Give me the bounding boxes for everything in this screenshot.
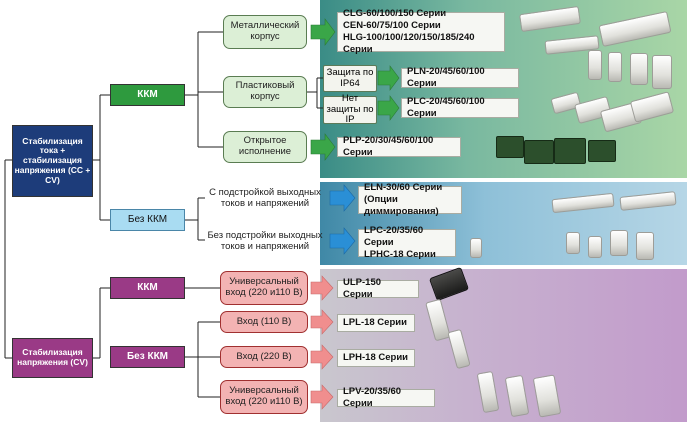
series-pln-box: PLN-20/45/60/100 Серии [401,66,519,89]
open-design-node: Открытое исполнение [223,131,307,163]
product-image-pln-3 [630,53,648,85]
series-eln: ELN-30/60 Серии [364,182,443,194]
bez-kkm-bottom-label: Без ККМ [126,351,169,363]
input-220-node: Вход (220 В) [220,346,308,368]
series-lph: LPH-18 Серии [343,352,408,364]
product-image-pln-2 [608,52,622,82]
product-image-lpc-4 [610,230,628,256]
series-eln-dimming: (Опции диммирования) [364,194,439,217]
metal-case-label: Металлический корпус [230,20,300,42]
series-lphc: LPHC-18 Серии [364,248,436,260]
series-ulp: ULP-150 Серии [343,277,382,300]
product-image-plp-2 [524,140,554,164]
bez-kkm-mid-node: Без ККМ [110,209,185,231]
ip64-node: Защита по IP64 [323,65,377,92]
series-cen: CEN-60/75/100 Серии [343,20,441,32]
ip64-label: Защита по IP64 [326,66,374,89]
without-adjust-text: Без подстройки выходных токов и напряжен… [207,230,323,252]
series-clg: CLG-60/100/150 Серии [343,8,447,20]
root-cv-label: Стабилизация напряжения (CV) [17,347,88,367]
series-metal-box: CLG-60/100/150 Серии CEN-60/75/100 Серии… [337,8,505,55]
series-lpv: LPV-20/35/60 Серии [343,386,402,409]
series-ulp-box: ULP-150 Серии [337,277,419,300]
open-design-label: Открытое исполнение [238,135,292,157]
product-image-plp-1 [496,136,524,158]
universal-input-1-label: Универсальный вход (220 и110 В) [225,276,303,298]
plastic-case-label: Пластиковый корпус [235,80,295,102]
series-lpc: LPC-20/35/60 Серии [364,225,424,249]
series-pln: PLN-20/45/60/100 Серии [407,66,485,89]
kkm-bottom-node: ККМ [110,277,185,299]
root-cc-cv: Стабилизация тока + стабилизация напряже… [12,125,93,197]
bez-kkm-bottom-node: Без ККМ [110,346,185,368]
kkm-top-node: ККМ [110,84,185,106]
product-image-pln-4 [652,55,672,89]
series-lpl: LPL-18 Серии [343,317,407,329]
no-ip-node: Нет защиты по IP [323,92,377,126]
series-plp-box: PLP-20/30/45/60/100 Серии [337,135,461,158]
root-cc-cv-label: Стабилизация тока + стабилизация напряже… [14,135,91,185]
universal-input-2-label: Универсальный вход (220 и110 В) [225,385,303,407]
series-eln-box: ELN-30/60 Серии (Опции диммирования) [358,182,462,217]
input-220-label: Вход (220 В) [236,350,292,362]
series-plc-box: PLC-20/45/60/100 Серии [401,96,519,119]
kkm-bottom-label: ККМ [137,282,158,294]
series-lph-box: LPH-18 Серии [337,349,415,367]
bez-kkm-mid-label: Без ККМ [127,214,168,226]
kkm-top-label: ККМ [137,89,158,101]
series-hlg: HLG-100/100/120/150/185/240 Серии [343,32,475,55]
product-image-lpc-5 [636,232,654,260]
with-adjust-text: С подстройкой выходных токов и напряжени… [209,187,321,209]
series-lpl-box: LPL-18 Серии [337,314,415,332]
product-image-lpc-2 [566,232,580,254]
no-ip-label: Нет защиты по IP [326,92,374,126]
series-lpc-box: LPC-20/35/60 Серии LPHC-18 Серии [358,225,456,260]
series-lpv-box: LPV-20/35/60 Серии [337,386,435,409]
universal-input-2-node: Универсальный вход (220 и110 В) [220,380,308,414]
input-110-label: Вход (110 В) [236,315,292,327]
product-image-lpc-3 [588,236,602,258]
plastic-case-node: Пластиковый корпус [223,76,307,108]
product-image-plp-4 [588,140,616,162]
product-image-lpc-1 [470,238,482,258]
product-image-pln-1 [588,50,602,80]
series-plc: PLC-20/45/60/100 Серии [407,96,485,119]
root-cv: Стабилизация напряжения (CV) [12,338,93,378]
product-image-plp-3 [554,138,586,164]
metal-case-node: Металлический корпус [223,15,307,49]
series-plp: PLP-20/30/45/60/100 Серии [343,135,434,158]
universal-input-1-node: Универсальный вход (220 и110 В) [220,271,308,305]
input-110-node: Вход (110 В) [220,311,308,333]
